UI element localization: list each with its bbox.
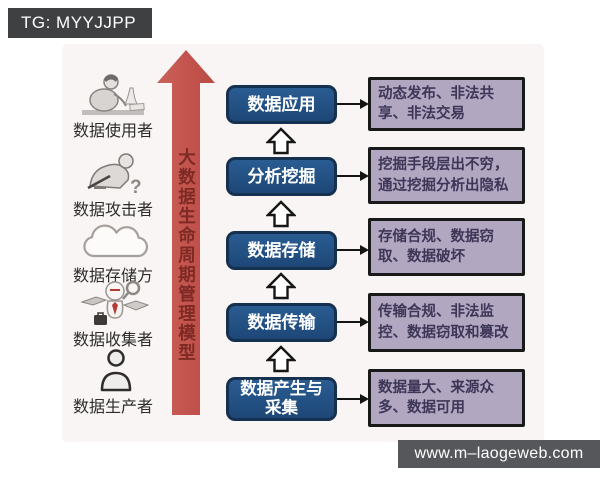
stage-box-analysis-mining: 分析挖掘 — [226, 157, 337, 196]
top-watermark-banner: TG: MYYJJPP — [8, 8, 152, 38]
svg-text:?: ? — [130, 177, 142, 194]
person-icon — [100, 349, 132, 392]
right-arrow-connector — [337, 321, 362, 323]
bottom-watermark-label: www.m–laogeweb.com — [414, 445, 584, 462]
actor-label-data-collector: 数据收集者 — [72, 332, 153, 349]
actor-label-data-producer: 数据生产者 — [72, 399, 153, 416]
up-arrow-icon — [266, 200, 296, 228]
risk-box-storage: 存储合规、数据窃取、数据破坏 — [368, 218, 525, 276]
actor-label-data-attacker: 数据攻击者 — [72, 202, 153, 219]
attacker-icon: ? — [87, 153, 142, 194]
stage-box-data-generation-collection: 数据产生与采集 — [226, 377, 337, 421]
up-arrow-icon — [266, 345, 296, 373]
stage-box-data-storage: 数据存储 — [226, 231, 337, 270]
right-arrow-connector — [337, 103, 362, 105]
right-arrow-connector — [337, 249, 362, 251]
lifecycle-arrow-label: 大数据生命周期管理模型 — [176, 148, 197, 363]
right-arrow-connector — [337, 398, 362, 400]
actor-label-data-user: 数据使用者 — [72, 123, 153, 140]
up-arrow-icon — [266, 127, 296, 155]
right-arrowhead-icon — [360, 317, 369, 327]
right-arrowhead-icon — [360, 171, 369, 181]
risk-box-generation: 数据量大、来源众多、数据可用 — [368, 369, 525, 427]
actor-label-data-storage: 数据存储方 — [72, 268, 153, 285]
right-arrowhead-icon — [360, 245, 369, 255]
stage-box-data-application: 数据应用 — [226, 85, 337, 124]
risk-box-mining: 挖掘手段层出不穷，通过挖掘分析出隐私 — [368, 147, 525, 204]
right-arrow-connector — [337, 175, 362, 177]
desk-user-icon — [82, 74, 145, 115]
lifecycle-up-arrow — [157, 50, 215, 415]
cloud-icon — [83, 224, 148, 258]
right-arrowhead-icon — [360, 99, 369, 109]
top-watermark-label: TG: MYYJJPP — [21, 13, 137, 32]
collector-icon — [80, 280, 150, 325]
risk-box-application: 动态发布、非法共享、非法交易 — [368, 77, 525, 131]
right-arrowhead-icon — [360, 394, 369, 404]
stage-box-data-transmission: 数据传输 — [226, 303, 337, 342]
risk-box-transmission: 传输合规、非法监控、数据窃取和篡改 — [368, 293, 525, 352]
bottom-watermark-banner: www.m–laogeweb.com — [398, 440, 600, 468]
up-arrow-icon — [266, 272, 296, 300]
